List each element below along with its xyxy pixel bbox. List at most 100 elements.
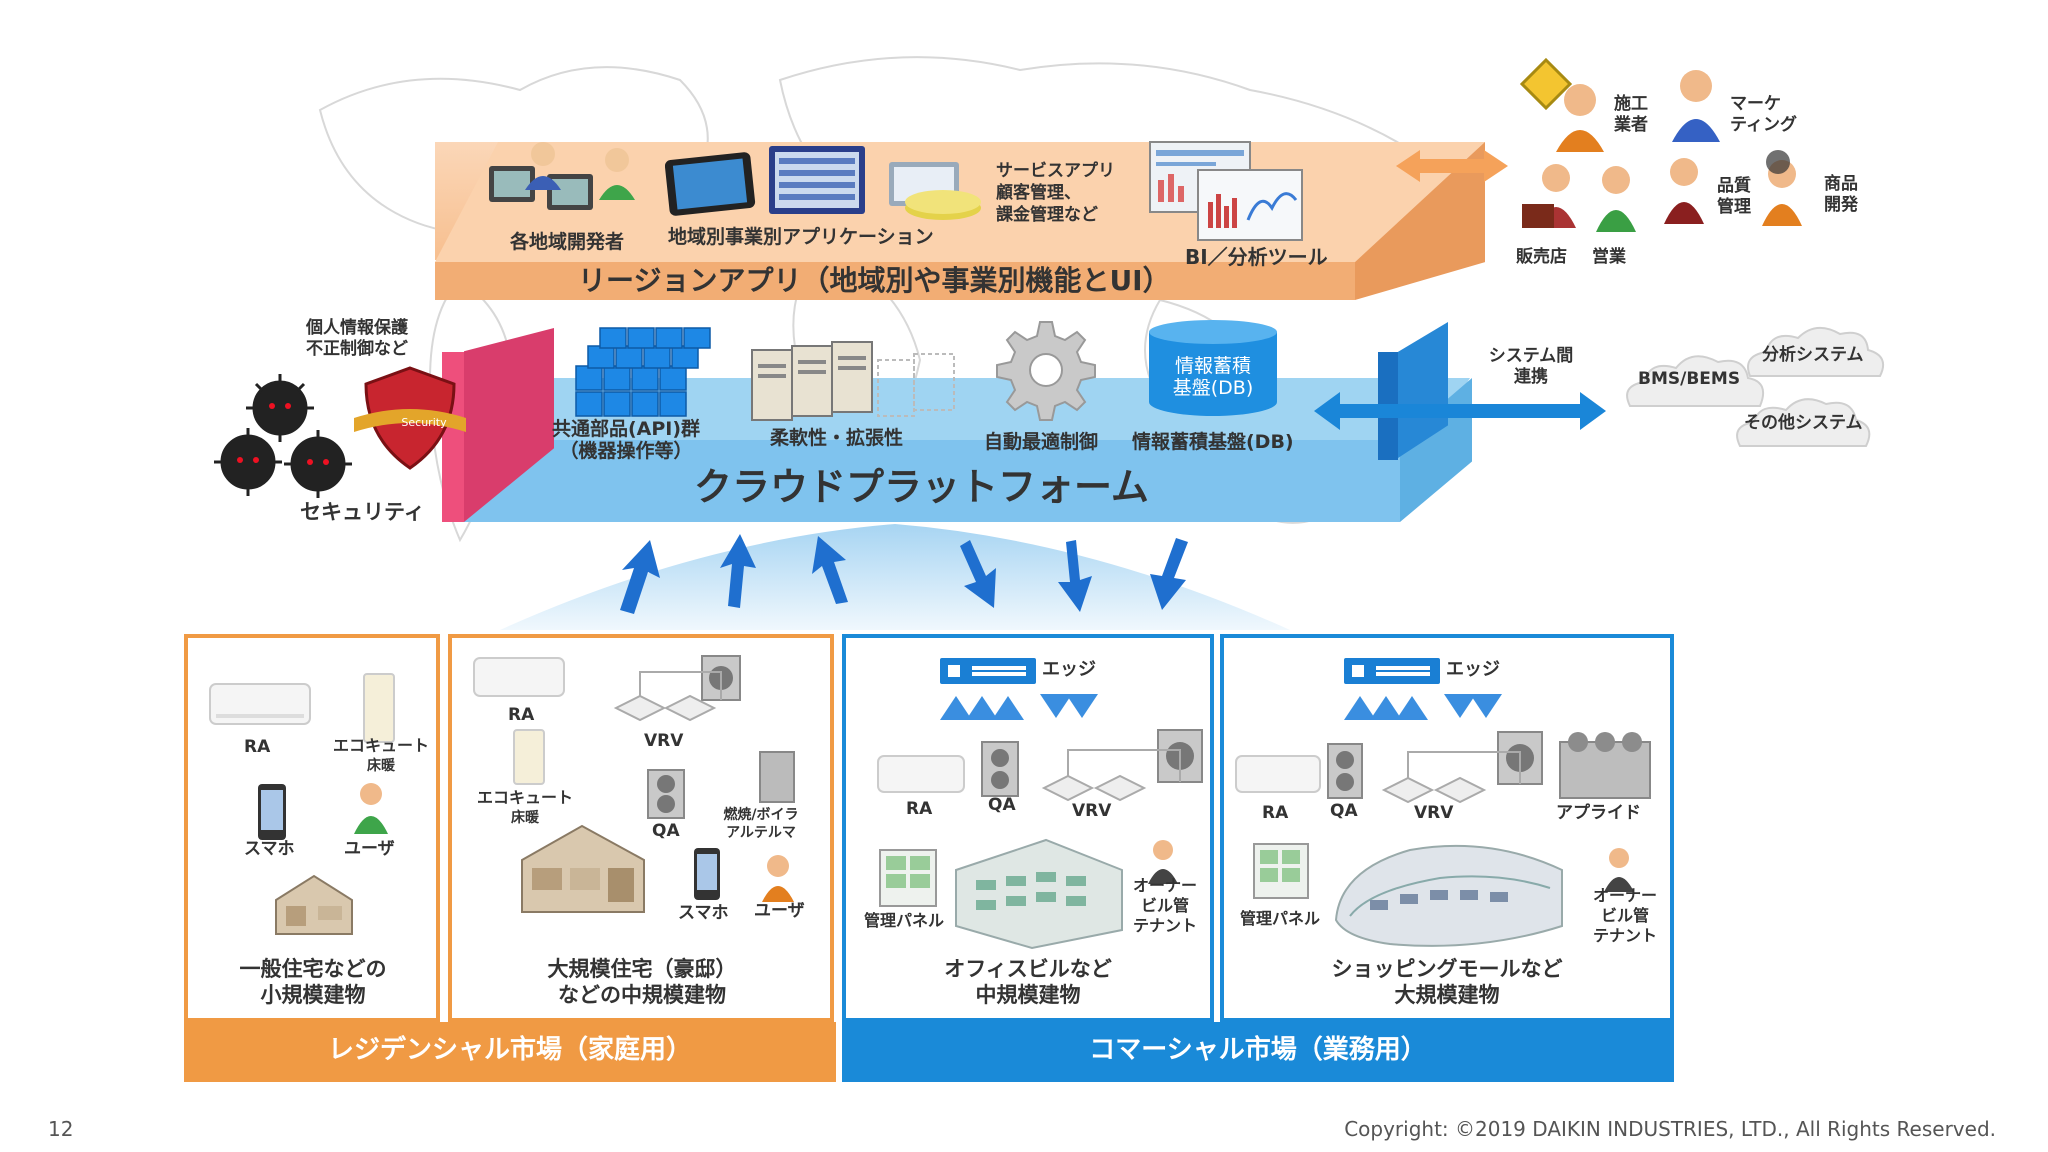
large-ecocute-line-1: エコキュート: [476, 788, 573, 807]
mall-caption-line-1: ショッピングモールなど: [1331, 957, 1563, 981]
office-caption: オフィスビルなど 中規模建物: [846, 956, 1210, 1008]
ecocute-icon: [513, 729, 545, 785]
small-home-caption: 一般住宅などの 小規模建物: [188, 956, 438, 1008]
smartphone-icon: [694, 848, 720, 900]
office-qa: QA: [988, 795, 1016, 815]
service-line-2: 顧客管理、: [996, 183, 1081, 203]
label-bms-bems: BMS/BEMS: [1638, 369, 1741, 389]
mall-owner-line-2: ビル管: [1600, 906, 1649, 925]
database-icon: [1149, 320, 1277, 416]
quality-line-1: 品質: [1717, 176, 1751, 196]
label-quality: 品質 管理: [1717, 176, 1751, 218]
label-product-dev: 商品 開発: [1824, 174, 1858, 216]
db-icon-line-2: 基盤(DB): [1172, 376, 1254, 399]
mall-box: [1220, 634, 1674, 1022]
contractor-line-2: 業者: [1614, 115, 1648, 135]
qa-outdoor-unit-icon: [647, 769, 685, 819]
data-flow-arrows: [500, 524, 1290, 630]
large-home-vrv: VRV: [644, 731, 684, 751]
residential-market-bar: レジデンシャル市場（家庭用）: [184, 1022, 836, 1082]
large-home-ecocute: エコキュート 床暖: [470, 788, 580, 828]
large-ecocute-line-2: 床暖: [511, 810, 539, 826]
ecocute-icon: [363, 673, 395, 743]
owner-icon: [1604, 848, 1634, 892]
control-panel-icon: [879, 849, 937, 907]
office-edge-label: エッジ: [1042, 659, 1096, 680]
room-ac-icon: [473, 657, 565, 697]
office-owner: オーナー ビル管 テナント: [1120, 876, 1210, 936]
label-dealer: 販売店: [1516, 247, 1567, 267]
external-systems-clouds-icon: [1626, 327, 1884, 447]
marketing-line-2: ティング: [1730, 115, 1797, 135]
vrv-system-icon: [1041, 729, 1203, 802]
servers-icon: [751, 341, 955, 421]
small-ecocute-line-2: 床暖: [367, 758, 395, 774]
region-app-slab-front: [435, 262, 1355, 300]
small-caption-line-2: 小規模建物: [260, 983, 366, 1007]
user-icon: [354, 783, 388, 834]
office-box: [842, 634, 1214, 1022]
large-caption-line-1: 大規模住宅（豪邸）: [547, 957, 737, 981]
office-caption-line-2: 中規模建物: [975, 983, 1081, 1007]
copyright-text: Copyright: ©2019 DAIKIN INDUSTRIES, LTD.…: [1344, 1117, 1996, 1141]
large-home-phone: スマホ: [678, 903, 729, 923]
cloud-platform-slab-front: [460, 440, 1400, 522]
large-caption-line-2: などの中規模建物: [558, 983, 726, 1007]
mall-caption-line-2: 大規模建物: [1394, 983, 1500, 1007]
label-security-note: 個人情報保護 不正制御など: [306, 318, 408, 360]
mall-owner: オーナー ビル管 テナント: [1580, 886, 1670, 946]
office-vrv: VRV: [1072, 801, 1112, 821]
label-service-apps: サービスアプリ 顧客管理、 課金管理など: [996, 160, 1115, 226]
small-house-icon: [275, 874, 353, 935]
small-home-ecocute: エコキュート 床暖: [326, 736, 436, 776]
mall-owner-line-1: オーナー: [1592, 886, 1657, 905]
small-home-phone: スマホ: [244, 839, 295, 859]
security-note-line-1: 個人情報保護: [306, 318, 408, 338]
page-number: 12: [48, 1117, 74, 1141]
owner-icon: [1148, 840, 1178, 884]
applied-chiller-icon: [1559, 732, 1651, 799]
office-owner-line-2: ビル管: [1140, 896, 1189, 915]
api-line-2: （機器操作等）: [559, 440, 693, 462]
api-cubes-icon: [575, 327, 711, 417]
large-home-ra: RA: [508, 705, 535, 725]
large-home-caption: 大規模住宅（豪邸） などの中規模建物: [452, 956, 832, 1008]
office-caption-line-1: オフィスビルなど: [944, 957, 1112, 981]
large-home-qa: QA: [652, 821, 680, 841]
mall-owner-line-3: テナント: [1592, 926, 1657, 945]
contractor-line-1: 施工: [1614, 94, 1648, 114]
room-ac-icon: [209, 683, 311, 725]
api-line-1: 共通部品(API)群: [551, 418, 701, 440]
db-icon-line-1: 情報蓄積: [1174, 355, 1251, 377]
bi-dashboard-icon: [1149, 141, 1303, 241]
qa-outdoor-unit-icon: [1327, 743, 1363, 799]
vrv-system-icon: [613, 655, 741, 722]
label-flexibility: 柔軟性・拡張性: [770, 427, 904, 449]
db-icon-label: 情報蓄積 基盤(DB): [1145, 355, 1281, 400]
mall-panel: 管理パネル: [1240, 909, 1321, 928]
mall-vrv: VRV: [1414, 803, 1454, 823]
shield-label: Security: [401, 416, 447, 429]
boiler-icon: [759, 751, 795, 803]
office-ra: RA: [906, 799, 933, 819]
product-line-1: 商品: [1824, 174, 1858, 194]
security-shield-icon: [354, 366, 466, 470]
virus-icon: [214, 374, 352, 498]
label-api-group: 共通部品(API)群 （機器操作等）: [536, 418, 716, 462]
service-line-3: 課金管理など: [996, 205, 1098, 225]
small-home-ra: RA: [244, 737, 271, 757]
label-analysis-system: 分析システム: [1762, 345, 1864, 365]
marketing-line-1: マーケ: [1730, 94, 1781, 114]
service-line-1: サービスアプリ: [996, 161, 1115, 181]
office-panel: 管理パネル: [864, 911, 945, 930]
user-connection-arrow: [1396, 150, 1508, 182]
system-integration-arrow: [1314, 392, 1606, 430]
mall-ra: RA: [1262, 803, 1289, 823]
label-contractor: 施工 業者: [1614, 94, 1648, 136]
small-home-user: ユーザ: [344, 839, 395, 859]
qa-outdoor-unit-icon: [981, 741, 1019, 797]
developer-computers-icon: [489, 142, 635, 210]
label-sales: 営業: [1592, 247, 1626, 267]
integration-line-2: 連携: [1514, 367, 1548, 387]
cloud-platform-title: クラウドプラットフォーム: [694, 465, 1149, 509]
